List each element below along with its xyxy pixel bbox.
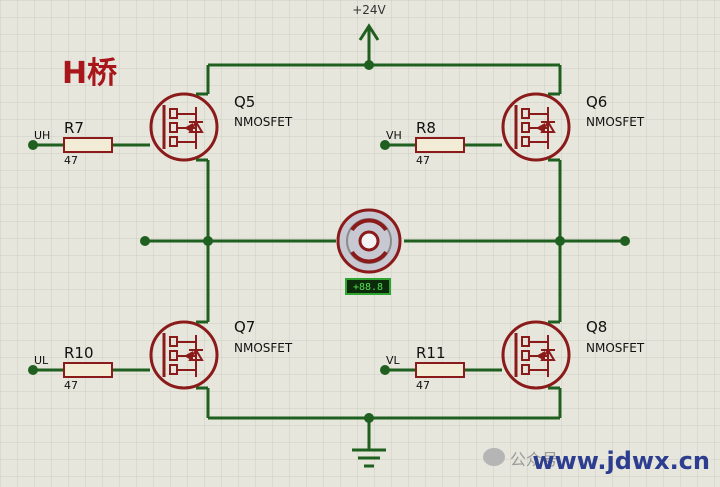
vh-input-label: VH bbox=[386, 129, 402, 142]
r10-value: 47 bbox=[64, 379, 78, 392]
watermark-prefix: 公众号 bbox=[510, 450, 559, 469]
transistor-leads bbox=[196, 92, 560, 390]
uh-input-label: UH bbox=[34, 129, 50, 142]
page-title: H桥 bbox=[62, 56, 118, 91]
r11-resistor-icon[interactable] bbox=[415, 362, 465, 378]
r8-value: 47 bbox=[416, 154, 430, 167]
q7-label: Q7 bbox=[234, 318, 255, 336]
r8-resistor-icon[interactable] bbox=[415, 137, 465, 153]
q7-type: NMOSFET bbox=[234, 341, 293, 355]
supply-arrow-icon bbox=[358, 23, 380, 43]
r11-value: 47 bbox=[416, 379, 430, 392]
r7-label: R7 bbox=[64, 119, 84, 137]
q6-type: NMOSFET bbox=[586, 115, 645, 129]
ul-input-label: UL bbox=[34, 354, 49, 367]
r10-label: R10 bbox=[64, 344, 94, 362]
q6-label: Q6 bbox=[586, 93, 607, 111]
r7-resistor-icon[interactable] bbox=[63, 137, 113, 153]
q5-label: Q5 bbox=[234, 93, 255, 111]
motor-icon[interactable] bbox=[336, 208, 402, 274]
vl-input-label: VL bbox=[386, 354, 401, 367]
ground-icon bbox=[352, 448, 386, 468]
r8-label: R8 bbox=[416, 119, 436, 137]
supply-label: +24V bbox=[352, 3, 386, 17]
r10-resistor-icon[interactable] bbox=[63, 362, 113, 378]
wechat-icon bbox=[483, 448, 505, 466]
q5-type: NMOSFET bbox=[234, 115, 293, 129]
watermark-site: www.jdwx.cn bbox=[532, 447, 710, 475]
q8-type: NMOSFET bbox=[586, 341, 645, 355]
motor-readout: +88.8 bbox=[353, 282, 383, 293]
junctions bbox=[28, 60, 630, 423]
r7-value: 47 bbox=[64, 154, 78, 167]
motor-readout-box bbox=[345, 278, 391, 295]
r11-label: R11 bbox=[416, 344, 446, 362]
q8-label: Q8 bbox=[586, 318, 607, 336]
